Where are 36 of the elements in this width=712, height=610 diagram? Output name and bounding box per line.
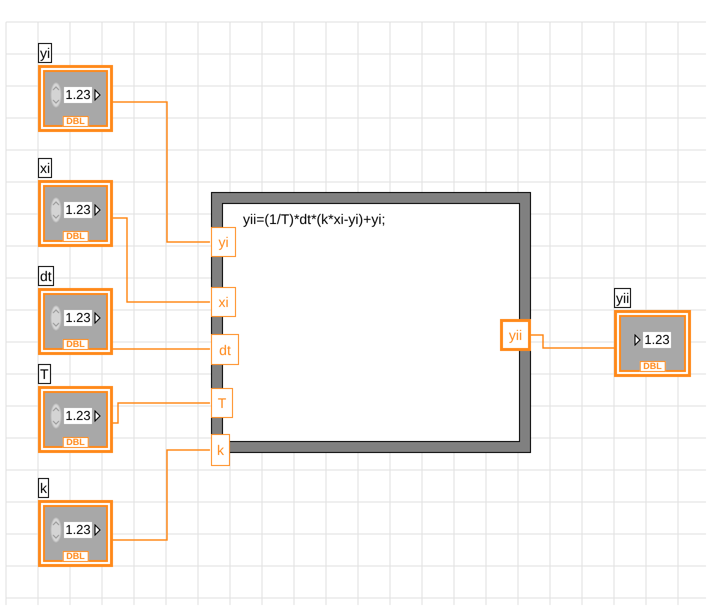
data-type-label: DBL	[62, 339, 89, 350]
terminal-label: yi	[38, 43, 52, 63]
terminal-label: yii	[614, 288, 632, 308]
data-type-label: DBL	[639, 361, 666, 372]
numeric-value: 1.23	[64, 202, 92, 218]
input-terminal: xi	[211, 287, 236, 317]
numeric-value: 1.23	[64, 310, 92, 326]
input-terminal: k	[211, 434, 230, 466]
numeric-control	[38, 266, 113, 355]
wire	[113, 348, 210, 350]
output-terminal: yii	[500, 319, 531, 351]
data-type-label: DBL	[62, 231, 89, 242]
input-terminal: yi	[211, 227, 236, 257]
terminal-label: T	[38, 364, 51, 384]
numeric-control	[38, 478, 113, 567]
numeric-indicator	[614, 288, 691, 377]
input-terminal: dt	[211, 334, 239, 365]
terminal-label: k	[38, 478, 49, 498]
wire	[113, 449, 210, 541]
wire	[113, 101, 210, 243]
data-type-label: DBL	[62, 551, 89, 562]
numeric-value: 1.23	[64, 86, 92, 102]
wire	[113, 402, 210, 424]
terminal-label: xi	[38, 158, 52, 178]
numeric-control	[38, 364, 113, 453]
wire	[113, 217, 210, 303]
input-terminal: T	[211, 388, 233, 418]
numeric-value: 1.23	[64, 408, 92, 424]
data-type-label: DBL	[62, 116, 89, 127]
formula-text: yii=(1/T)*dt*(k*xi-yi)+yi;	[243, 210, 386, 228]
terminal-label: dt	[38, 266, 54, 286]
numeric-control	[38, 158, 113, 247]
numeric-value: 1.23	[64, 522, 92, 538]
data-type-label: DBL	[62, 437, 89, 448]
wire	[530, 334, 614, 349]
numeric-control	[38, 43, 113, 132]
